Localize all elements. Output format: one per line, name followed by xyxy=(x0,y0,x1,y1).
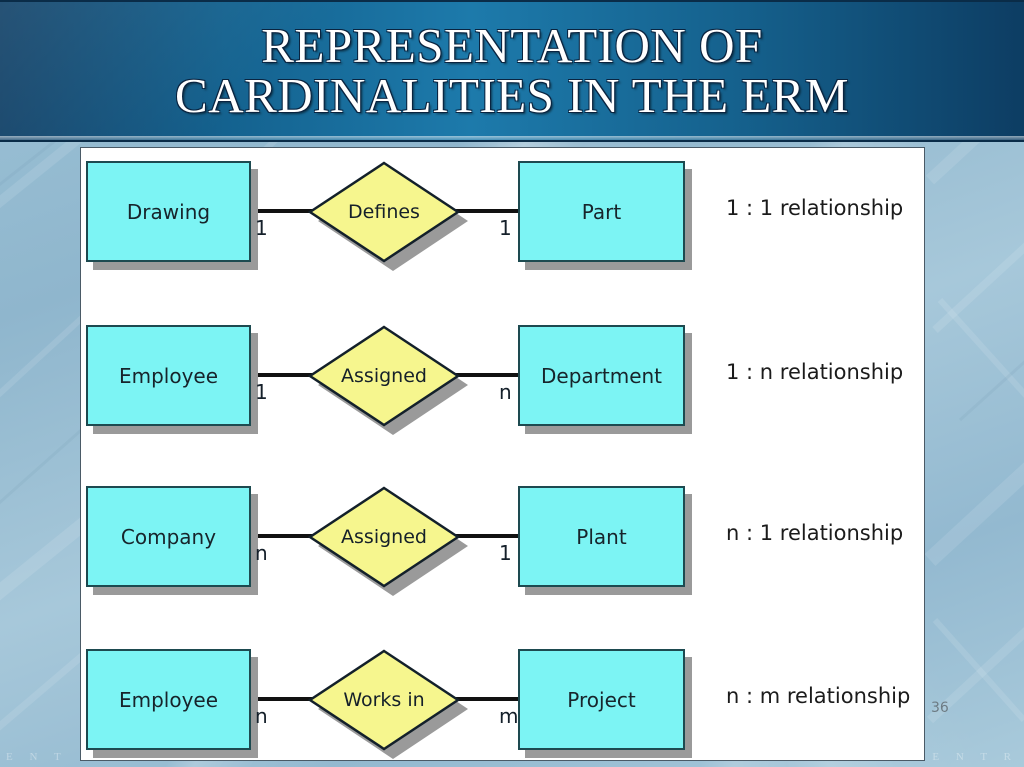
relationship-diamond: Works in xyxy=(307,649,468,759)
entity-box: Part xyxy=(518,161,685,262)
entity-box: Employee xyxy=(86,325,251,426)
diamond-outline xyxy=(307,649,461,751)
connector-line-right xyxy=(443,534,521,538)
relationship-description: 1 : 1 relationship xyxy=(726,196,904,220)
diamond-outline xyxy=(307,325,461,427)
relationship-label: Assigned xyxy=(341,365,427,387)
entity-box: Company xyxy=(86,486,251,587)
connector-line-right xyxy=(443,209,521,213)
relationship-description: 1 : n relationship xyxy=(726,360,904,384)
cardinality-right: n xyxy=(499,380,512,404)
connector-line-right xyxy=(443,697,521,701)
er-row: Employee n Works in m Project n : m rela… xyxy=(81,644,924,759)
er-diagram-panel: Drawing 1 Defines 1 Part 1 : 1 relations… xyxy=(80,147,925,761)
slide-number: 36 xyxy=(931,700,949,716)
relationship-label: Defines xyxy=(348,201,420,223)
relationship-description: n : m relationship xyxy=(726,684,911,708)
page-title: REPRESENTATION OF CARDINALITIES IN THE E… xyxy=(175,18,849,123)
entity-box: Department xyxy=(518,325,685,426)
entity-box: Drawing xyxy=(86,161,251,262)
footer-watermark-right: E N T R xyxy=(932,751,1018,763)
cardinality-left: n xyxy=(255,541,268,565)
entity-box: Project xyxy=(518,649,685,750)
relationship-label: Assigned xyxy=(341,526,427,548)
entity-box: Plant xyxy=(518,486,685,587)
cardinality-right: m xyxy=(499,704,519,728)
slide-title-band: REPRESENTATION OF CARDINALITIES IN THE E… xyxy=(0,0,1024,142)
connector-line-right xyxy=(443,373,521,377)
connector-line-left xyxy=(249,209,327,213)
connector-line-left xyxy=(249,534,327,538)
relationship-description: n : 1 relationship xyxy=(726,521,904,545)
connector-line-left xyxy=(249,697,327,701)
connector-line-left xyxy=(249,373,327,377)
er-row: Drawing 1 Defines 1 Part 1 : 1 relations… xyxy=(81,156,924,271)
cardinality-left: n xyxy=(255,704,268,728)
cardinality-right: 1 xyxy=(499,541,512,565)
cardinality-left: 1 xyxy=(255,380,268,404)
relationship-diamond: Assigned xyxy=(307,325,468,435)
diamond-outline xyxy=(307,486,461,588)
diamond-outline xyxy=(307,161,461,263)
cardinality-left: 1 xyxy=(255,216,268,240)
footer-watermark-left: E N T xyxy=(6,751,68,763)
er-row: Company n Assigned 1 Plant n : 1 relatio… xyxy=(81,481,924,596)
er-row: Employee 1 Assigned n Department 1 : n r… xyxy=(81,320,924,435)
entity-box: Employee xyxy=(86,649,251,750)
relationship-diamond: Assigned xyxy=(307,486,468,596)
relationship-diamond: Defines xyxy=(307,161,468,271)
relationship-label: Works in xyxy=(343,689,425,711)
cardinality-right: 1 xyxy=(499,216,512,240)
